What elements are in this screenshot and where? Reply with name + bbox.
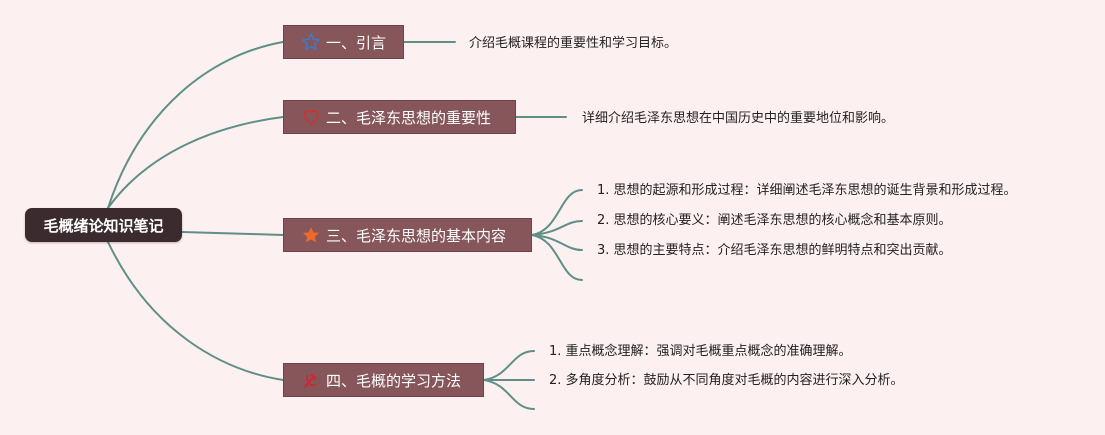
root-node[interactable]: 毛概绪论知识笔记 <box>25 208 182 242</box>
note-text: 详细介绍毛泽东思想在中国历史中的重要地位和影响。 <box>582 111 895 126</box>
star-outline-icon <box>300 31 322 53</box>
topic-label: 四、毛概的学习方法 <box>326 371 462 390</box>
topic-node-importance[interactable]: 二、毛泽东思想的重要性 <box>283 100 516 134</box>
star-filled-icon <box>300 224 322 246</box>
topic-label: 二、毛泽东思想的重要性 <box>326 108 492 127</box>
subtopic-item: 2. 思想的核心要义：阐述毛泽东思想的核心概念和基本原则。 <box>597 213 952 228</box>
topic-node-intro[interactable]: 一、引言 <box>283 25 404 59</box>
note-text: 介绍毛概课程的重要性和学习目标。 <box>469 36 678 51</box>
topic-label: 三、毛泽东思想的基本内容 <box>326 226 507 245</box>
subtopic-item: 2. 多角度分析：鼓励从不同角度对毛概的内容进行深入分析。 <box>549 373 904 388</box>
subtopic-item: 1. 重点概念理解：强调对毛概重点概念的准确理解。 <box>549 344 852 359</box>
subtopic-item: 1. 思想的起源和形成过程：详细阐述毛泽东思想的诞生背景和形成过程。 <box>597 183 1017 198</box>
topic-node-content[interactable]: 三、毛泽东思想的基本内容 <box>283 218 532 252</box>
root-label: 毛概绪论知识笔记 <box>43 216 164 235</box>
hammer-sickle-icon <box>300 369 322 391</box>
topic-label: 一、引言 <box>326 33 387 52</box>
subtopic-item: 3. 思想的主要特点：介绍毛泽东思想的鲜明特点和突出贡献。 <box>597 243 952 258</box>
topic-node-methods[interactable]: 四、毛概的学习方法 <box>283 363 484 397</box>
heart-outline-icon <box>300 106 322 128</box>
